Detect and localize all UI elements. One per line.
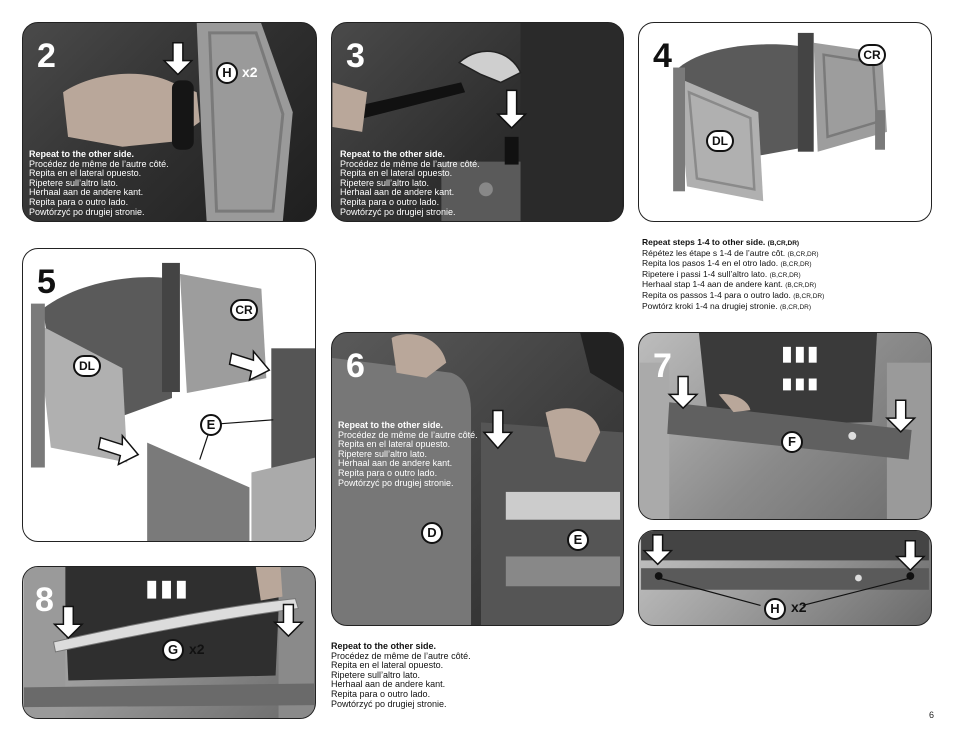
instruction-text: Repeat to the other side. Procédez de mê…: [29, 149, 169, 217]
step-7-illustration: [639, 333, 931, 519]
part-label-cr: CR: [858, 44, 886, 66]
part-label-cr: CR: [230, 299, 258, 321]
part-label-h: H: [764, 598, 786, 620]
part-label-f: F: [781, 431, 803, 453]
step-5-illustration: [30, 262, 315, 541]
step-number: 8: [35, 581, 54, 619]
step-number: 2: [37, 37, 56, 75]
part-label-h: H: [216, 62, 238, 84]
part-label-dl: DL: [706, 130, 734, 152]
quantity-label: x2: [242, 64, 258, 80]
step-8-illustration: [23, 567, 315, 718]
step-number: 3: [346, 37, 365, 75]
part-label-d: D: [421, 522, 443, 544]
step-3-illustration: [332, 23, 623, 221]
part-label-e: E: [200, 414, 222, 436]
page-number: 6: [928, 710, 934, 720]
repeat-steps-text: Repeat steps 1-4 to other side. (B,CR,DR…: [642, 237, 825, 311]
part-label-dl: DL: [73, 355, 101, 377]
step-number: 4: [653, 37, 672, 75]
step-3-panel: 3 Repeat to the other side. Procédez de …: [331, 22, 624, 222]
part-label-e: E: [567, 529, 589, 551]
step-7-detail-panel: H x2: [638, 530, 932, 626]
step-7-panel: 7 F: [638, 332, 932, 520]
quantity-label: x2: [791, 599, 807, 615]
quantity-label: x2: [189, 641, 205, 657]
step-7-detail-illustration: [641, 531, 929, 606]
step-4-panel: 4 CR DL: [638, 22, 932, 222]
step-8-panel: 8 G x2: [22, 566, 316, 719]
step-6-illustration: [332, 333, 623, 625]
step-number: 5: [37, 263, 56, 301]
step-5-panel: 5 CR DL E: [22, 248, 316, 542]
instruction-text-bottom: Repeat to the other side. Procédez de mê…: [331, 641, 471, 709]
instruction-text: Repeat to the other side. Procédez de mê…: [338, 420, 478, 488]
step-6-panel: 6 D E Repeat to the other side. Procédez…: [331, 332, 624, 626]
step-number: 6: [346, 347, 365, 385]
step-2-panel: 2 H x2 Repeat to the other side. Procéde…: [22, 22, 317, 222]
step-number: 7: [653, 347, 672, 385]
instruction-text: Repeat to the other side. Procédez de mê…: [340, 149, 480, 217]
part-label-g: G: [162, 639, 184, 661]
step-4-illustration: [673, 32, 887, 202]
